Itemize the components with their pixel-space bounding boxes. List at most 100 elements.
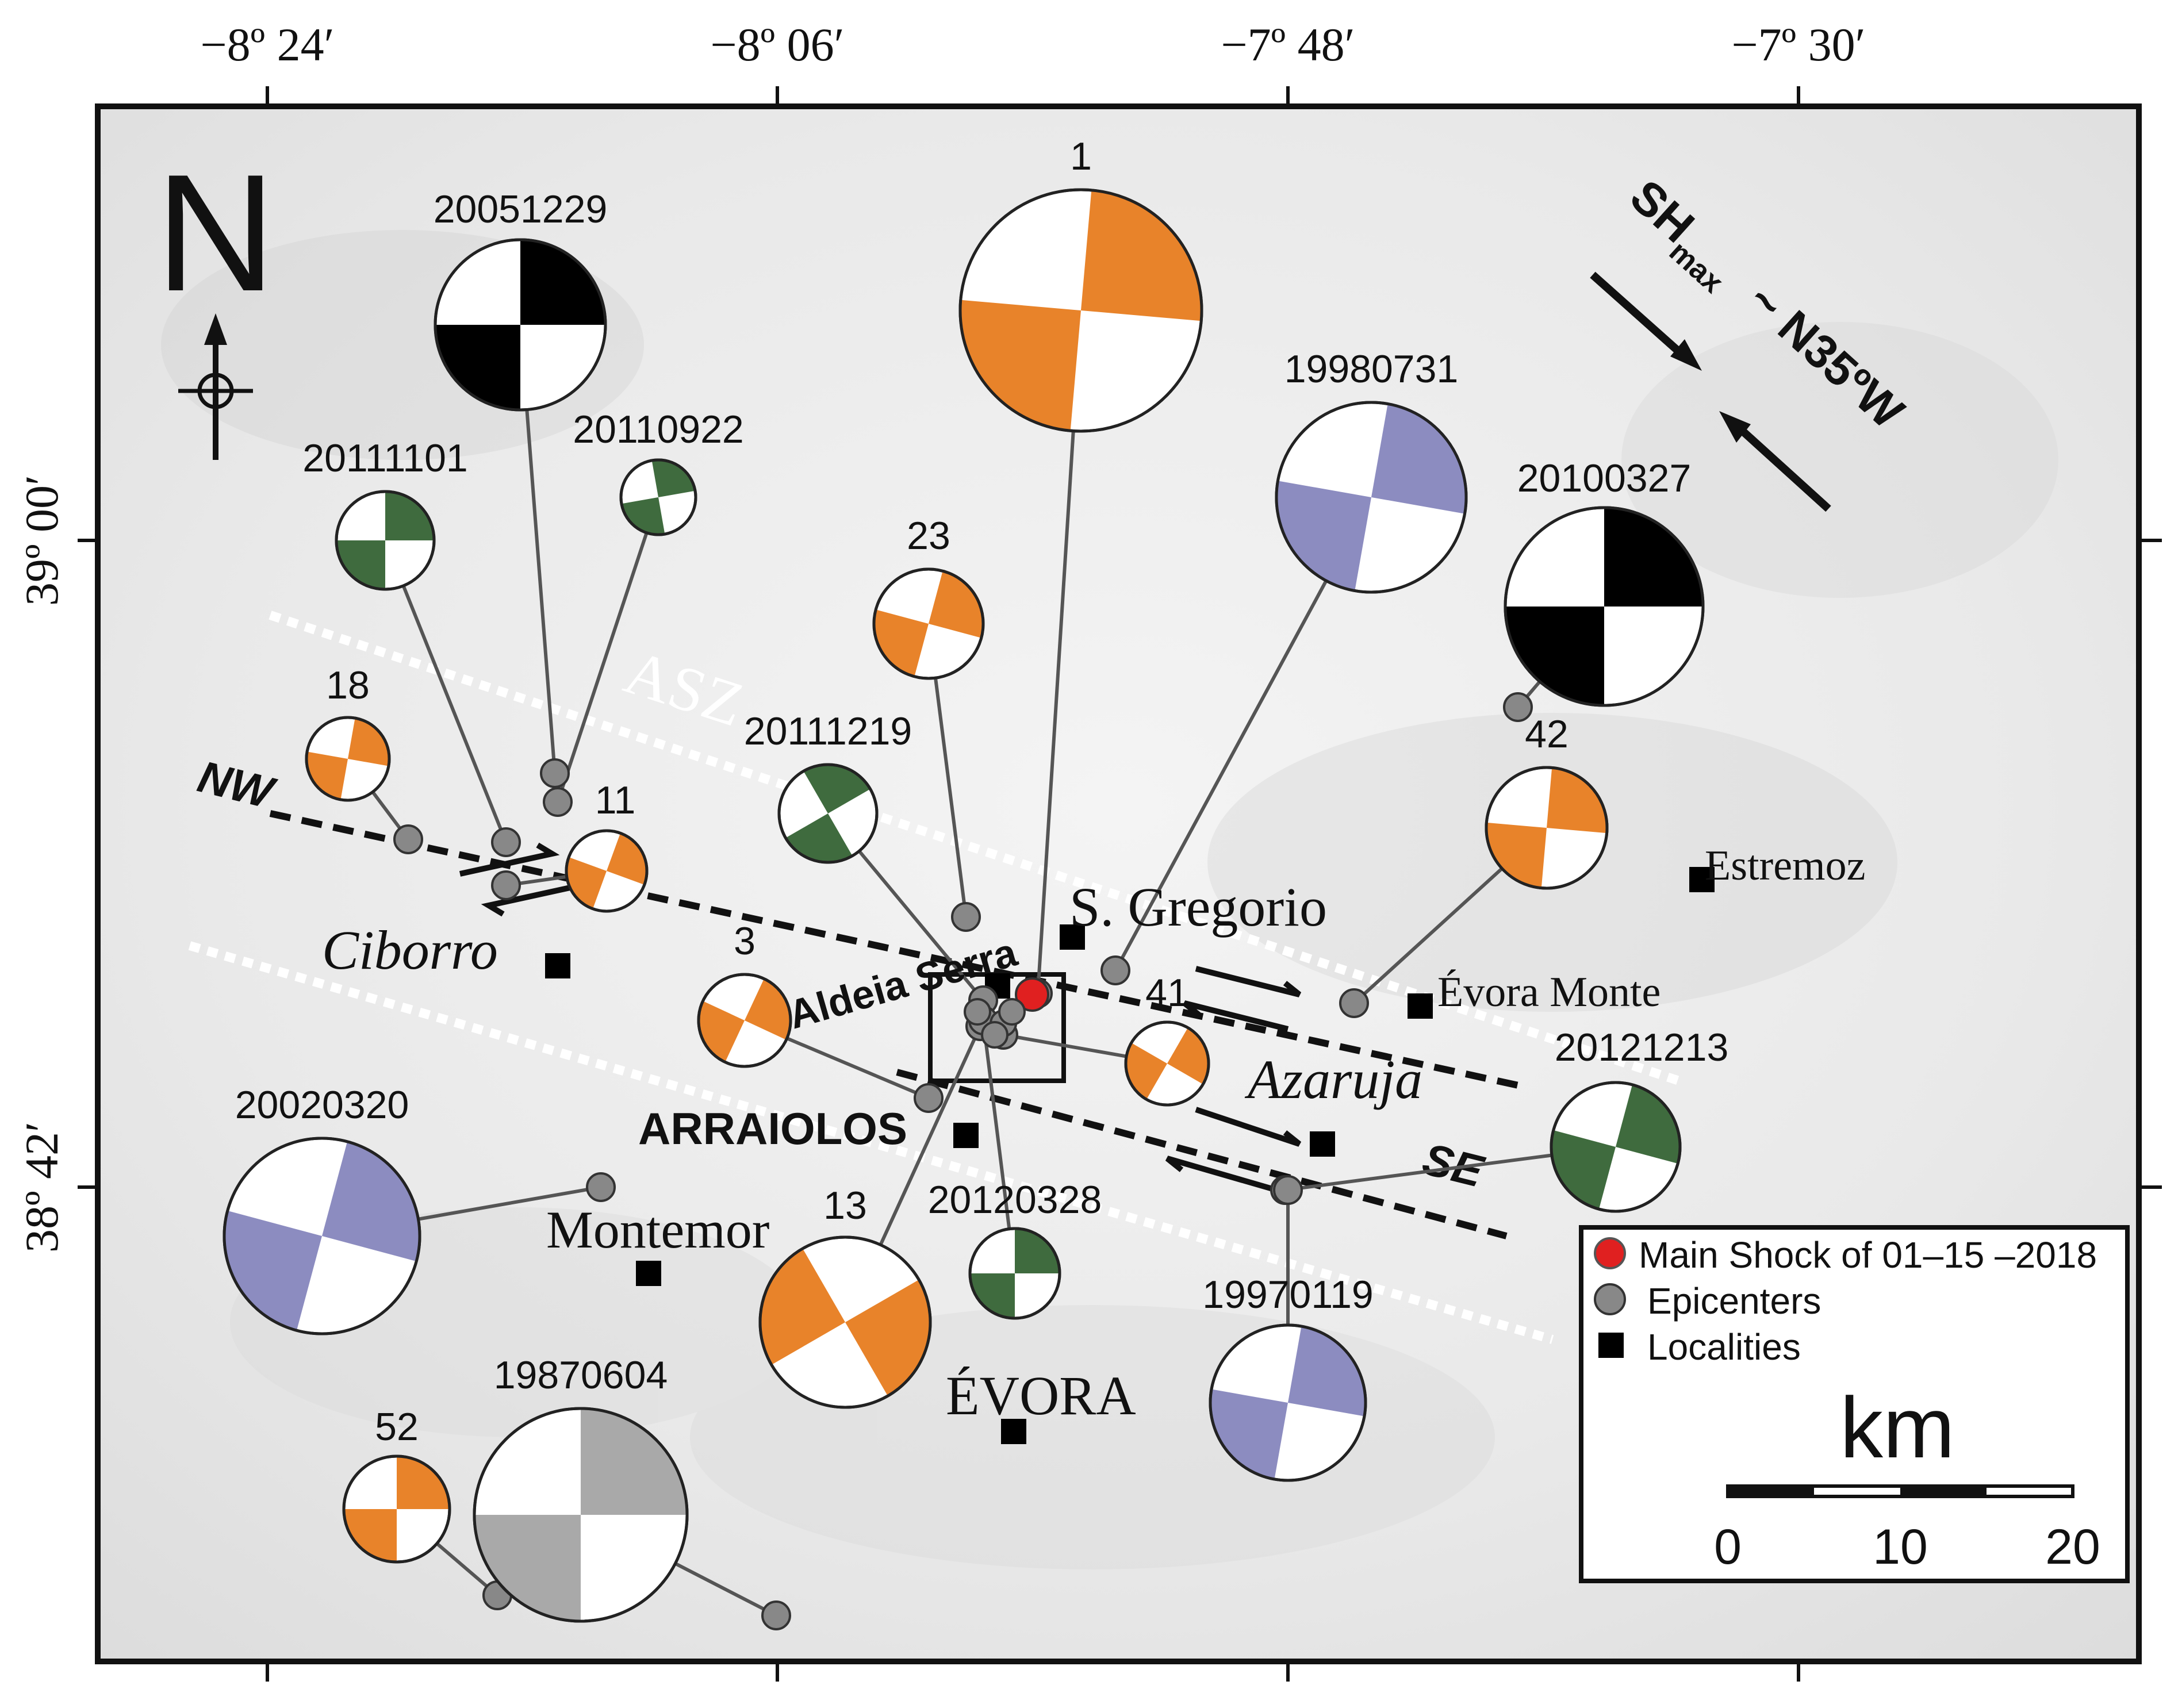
focal-mechanism-beachball: 19970119 (1202, 1273, 1374, 1482)
mechanism-label: 1 (1070, 135, 1092, 178)
mechanism-label: 13 (823, 1184, 867, 1227)
mechanism-connector (1036, 431, 1075, 994)
fault-trace (269, 810, 1525, 1239)
mechanism-label: 19970119 (1202, 1273, 1374, 1316)
locality-marker (1689, 867, 1715, 892)
epicenter-marker (543, 787, 573, 817)
focal-mechanism-beachball: 20121213 (1550, 1026, 1729, 1213)
focal-mechanism-beachball: 1 (958, 135, 1203, 433)
mechanism-label: 19980731 (1284, 347, 1459, 391)
focal-mechanism-beachball: 23 (872, 514, 985, 680)
legend-item-label: Localities (1647, 1326, 1801, 1368)
epicenter-marker (914, 1083, 944, 1113)
mechanism-label: 18 (326, 663, 370, 707)
focal-mechanism-beachball: 19980731 (1275, 347, 1468, 594)
locality-label: ARRAIOLOS (638, 1103, 907, 1154)
epicenter-marker (981, 1021, 1008, 1049)
focal-mechanism-beachball: 13 (758, 1184, 932, 1409)
lon-tick-label: −8º 06′ (710, 18, 844, 71)
epicenter-marker (1339, 988, 1369, 1018)
scale-bar (1726, 1484, 2074, 1498)
mechanism-connector (417, 1185, 601, 1221)
epicenter-marker (586, 1172, 616, 1202)
focal-mechanism-beachball: 11 (565, 778, 649, 913)
locality-label: Ciborro (322, 919, 498, 981)
epicenter-marker (964, 998, 991, 1026)
scale-unit: km (1840, 1379, 1955, 1476)
focal-mechanism-beachball: 3 (697, 919, 792, 1068)
lat-tick-label: 38º 42′ (16, 1122, 68, 1253)
epicenter-legend-icon (1594, 1283, 1626, 1315)
mechanism-connector (934, 677, 968, 918)
focal-mechanism-beachball: 20110922 (573, 408, 744, 536)
lon-tick-label: −7º 30′ (1731, 18, 1865, 71)
focal-mechanism-beachball: 19870604 (473, 1353, 689, 1623)
mechanism-connector (1003, 1033, 1127, 1058)
epicenter-marker (540, 758, 570, 788)
mechanism-label: 20110922 (573, 408, 744, 451)
epicenter-marker (491, 870, 521, 900)
mechanism-label: 20051229 (434, 187, 608, 231)
epicenter-marker (393, 824, 423, 854)
epicenter-marker (1100, 955, 1130, 985)
mechanism-label: 20120328 (928, 1178, 1102, 1222)
mechanism-label: 20100327 (1517, 456, 1692, 500)
locality-label: Azaruja (1244, 1049, 1422, 1110)
mechanism-connector (674, 1561, 777, 1617)
mechanism-label: 20020320 (235, 1083, 409, 1127)
mechanism-connector (858, 850, 985, 1001)
focal-mechanism-beachball: 20100327 (1504, 456, 1705, 707)
locality-label: Évora Monte (1437, 969, 1661, 1016)
lat-tick-label: 39º 00′ (16, 475, 68, 606)
mechanism-connector (1352, 867, 1504, 1005)
mechanism-label: 42 (1525, 712, 1569, 756)
locality-label: Montemor (546, 1200, 769, 1259)
mechanism-connector (879, 1025, 982, 1246)
focal-mechanism-beachball: 20051229 (434, 187, 608, 412)
main-shock-legend-icon (1594, 1237, 1626, 1269)
mechanism-label: 19870604 (494, 1353, 668, 1397)
locality-marker (1408, 993, 1433, 1019)
legend-item-label: Main Shock of 01–15 –2018 (1639, 1234, 2097, 1276)
mechanism-label: 20111101 (302, 436, 467, 480)
mechanism-label: 52 (375, 1405, 419, 1449)
shear-arrows (459, 842, 1302, 1193)
locality-marker (1001, 1419, 1026, 1444)
focal-mechanism-beachball: 52 (342, 1405, 451, 1564)
focal-mechanism-beachball: 20120328 (928, 1178, 1102, 1320)
epicenter-marker (951, 902, 981, 932)
mechanism-label: 20111219 (744, 709, 912, 753)
locality-marker (1060, 924, 1085, 950)
mechanism-label: 23 (907, 514, 950, 558)
mechanism-connector (981, 1020, 1011, 1229)
locality-marker (1310, 1131, 1335, 1157)
locality-label: S. Gregorio (1069, 876, 1327, 938)
legend-item-label: Epicenters (1647, 1280, 1821, 1322)
lon-tick-label: −7º 48′ (1221, 18, 1355, 71)
north-arrow: N (155, 140, 276, 460)
mechanism-label: 20121213 (1555, 1026, 1729, 1069)
scale-tick: 20 (2045, 1519, 2100, 1575)
mechanism-connector (1114, 579, 1328, 972)
legend-box (1579, 1225, 2130, 1583)
mechanism-connector (525, 409, 557, 774)
scale-tick: 0 (1714, 1519, 1742, 1575)
focal-mechanism-beachball: 20111101 (302, 436, 468, 591)
focal-mechanism-beachball: 18 (305, 663, 391, 802)
locality-marker (545, 953, 570, 978)
focal-mechanism-beachball: 20111219 (744, 709, 912, 864)
locality-legend-icon (1598, 1333, 1624, 1358)
mechanism-connector (401, 585, 508, 843)
epicenter-marker (761, 1600, 791, 1630)
graticule-ticks (78, 86, 2162, 1682)
focal-mechanism-beachball: 41 (1124, 971, 1210, 1107)
locality-marker (953, 1123, 979, 1148)
legend: Main Shock of 01–15 –2018 Epicenters Loc… (1579, 1225, 2130, 1583)
epicenter-marker (491, 827, 521, 857)
focal-mechanism-beachball: 42 (1485, 712, 1609, 890)
north-label: N (155, 140, 275, 326)
scale-tick: 10 (1873, 1519, 1928, 1575)
mechanism-connector (1284, 1153, 1552, 1192)
mechanism-connector (556, 532, 649, 803)
